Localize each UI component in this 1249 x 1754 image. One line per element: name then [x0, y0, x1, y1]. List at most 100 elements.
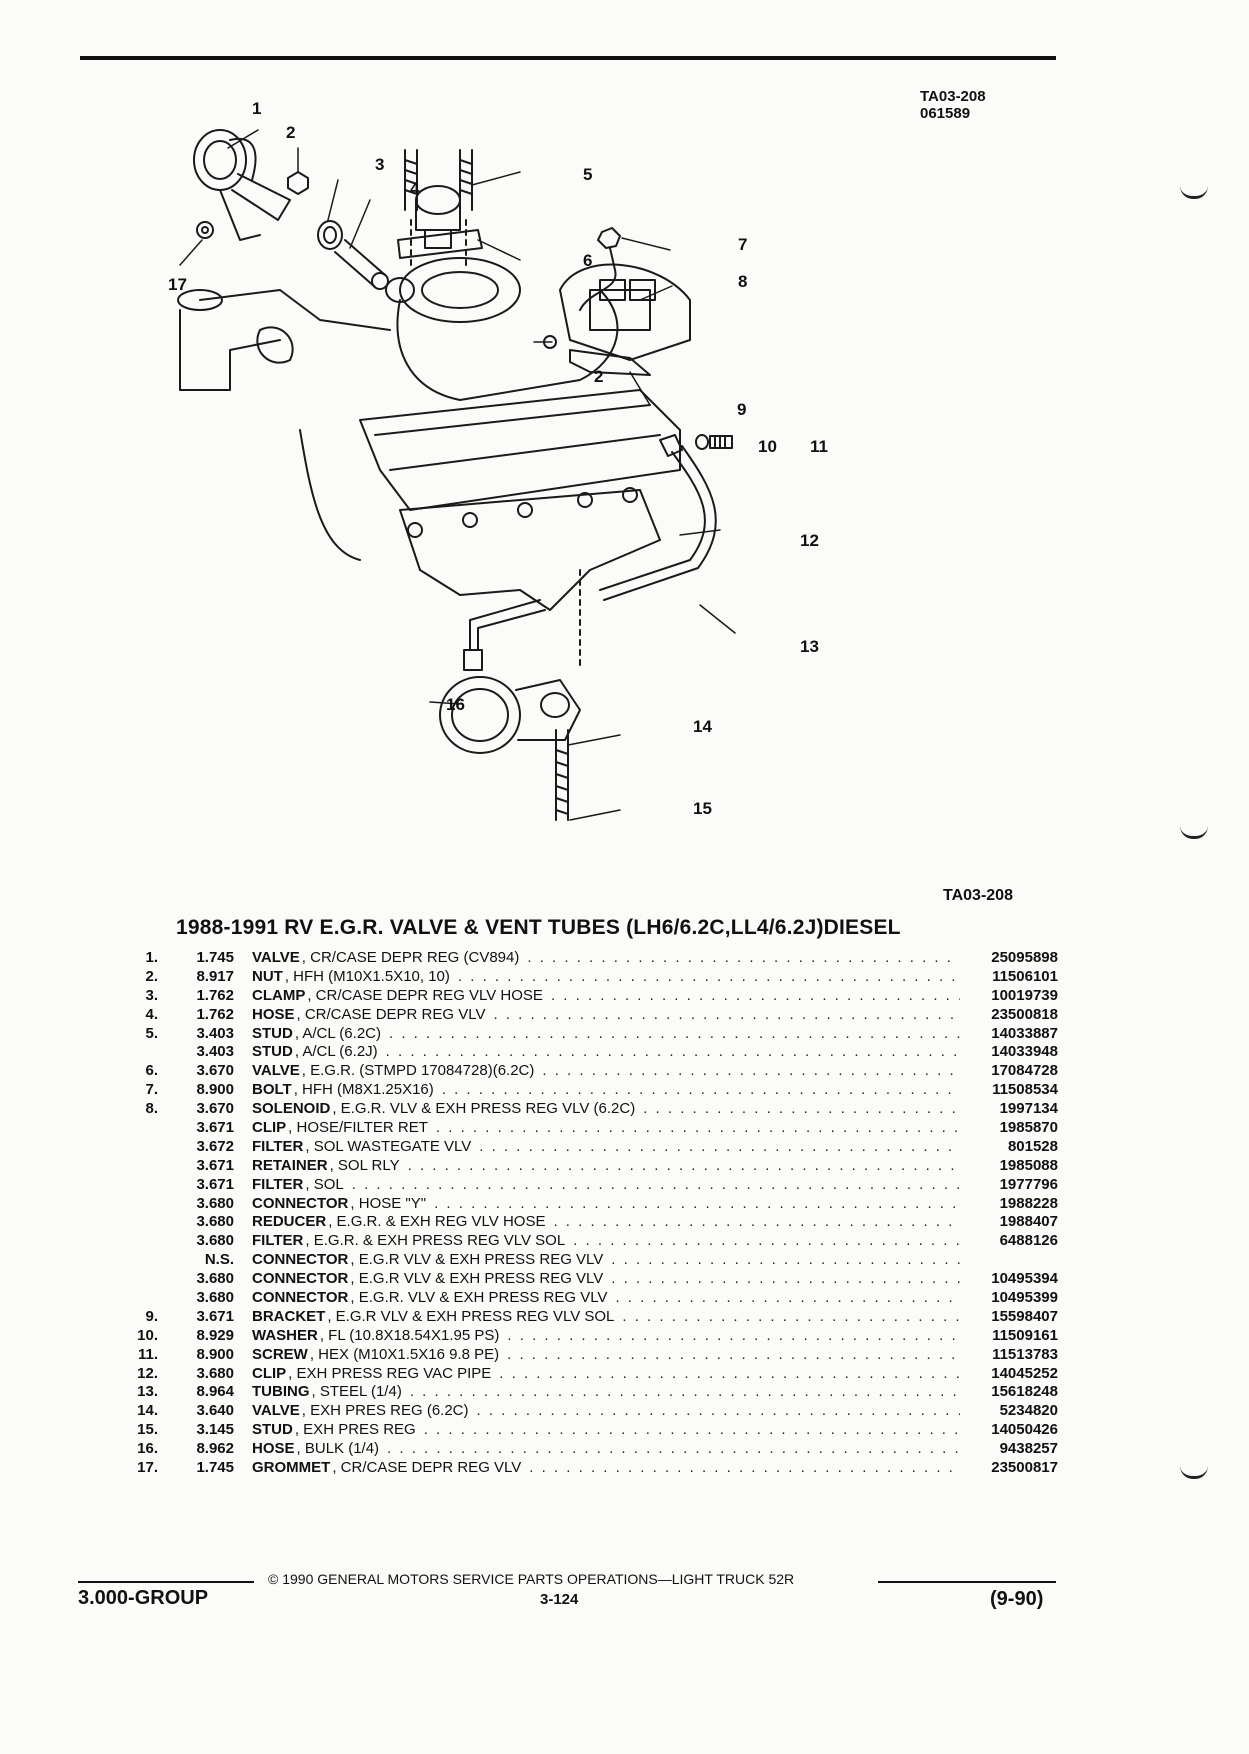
part-description: STUD, A/CL (6.2C)14033887 — [252, 1025, 1058, 1044]
figure-code-block: TA03-208 061589 — [920, 88, 986, 122]
parts-row: 15. 3.145 STUD, EXH PRES REG14050426 — [112, 1421, 1058, 1440]
part-detail: , E.G.R. VLV & EXH PRESS REG VLV — [350, 1289, 608, 1307]
callout-3: 3 — [375, 155, 384, 174]
leader-dots — [553, 1213, 960, 1232]
part-detail: , E.G.R. (STMPD 17084728)(6.2C) — [301, 1062, 535, 1080]
part-description: CLAMP, CR/CASE DEPR REG VLV HOSE10019739 — [252, 987, 1058, 1006]
part-detail: , HFH (M10X1.5X10, 10) — [284, 967, 450, 985]
parts-row: 3.671 CLIP, HOSE/FILTER RET1985870 — [112, 1119, 1058, 1138]
group-number: 3.680 — [196, 1213, 234, 1231]
part-name: CLIP — [252, 1119, 287, 1137]
leader-dots — [458, 968, 960, 987]
leader-dots — [408, 1157, 960, 1176]
part-name: SOLENOID — [252, 1100, 331, 1118]
part-name: STUD — [252, 1024, 293, 1042]
part-crankcase-valve — [193, 129, 291, 241]
item-index: 15. — [137, 1421, 158, 1439]
page-number: 3-124 — [540, 1591, 579, 1608]
group-number: 3.680 — [196, 1270, 234, 1288]
part-number: 25095898 — [991, 949, 1058, 966]
parts-row: N.S.CONNECTOR, E.G.R VLV & EXH PRESS REG… — [112, 1251, 1058, 1270]
top-rule — [80, 56, 1056, 60]
group-number: 3.403 — [196, 1024, 234, 1042]
parts-row: 3.680 CONNECTOR, E.G.R VLV & EXH PRESS RE… — [112, 1270, 1058, 1289]
part-description: CLIP, HOSE/FILTER RET1985870 — [252, 1119, 1058, 1138]
part-detail: , SOL WASTEGATE VLV — [305, 1137, 472, 1155]
part-description: CONNECTOR, HOSE "Y"1988228 — [252, 1195, 1058, 1214]
group-number: 3.680 — [196, 1232, 234, 1250]
leader-dots — [493, 1006, 960, 1025]
group-number: 1.762 — [196, 1005, 234, 1023]
part-detail: , HOSE "Y" — [350, 1194, 427, 1212]
part-exhaust-stud — [555, 569, 581, 821]
part-name: CLIP — [252, 1364, 287, 1382]
part-name: CLAMP — [252, 986, 306, 1004]
leader-dots — [477, 1402, 960, 1421]
part-detail: , SOL — [305, 1175, 344, 1193]
group-number: 3.671 — [196, 1119, 234, 1137]
figure-date-code: 061589 — [920, 105, 971, 122]
leader-dots — [387, 1440, 960, 1459]
part-name: FILTER — [252, 1232, 304, 1250]
callout-10: 10 — [758, 437, 777, 456]
item-index: 6. — [145, 1062, 158, 1080]
group-number: 3.680 — [196, 1194, 234, 1212]
part-number: 1985870 — [999, 1119, 1058, 1137]
part-detail: , E.G.R. VLV & EXH PRESS REG VLV (6.2C) — [332, 1100, 636, 1118]
part-number: 1997134 — [999, 1100, 1058, 1118]
part-name: BRACKET — [252, 1307, 326, 1325]
part-number: 11508534 — [992, 1081, 1058, 1099]
group-number: 3.670 — [196, 1100, 234, 1118]
part-name: CONNECTOR — [252, 1270, 349, 1288]
part-bulk-hose — [463, 599, 546, 671]
part-name: RETAINER — [252, 1156, 328, 1174]
item-index: 4. — [145, 1005, 158, 1023]
group-number: 1.745 — [196, 949, 234, 966]
leader-dots — [436, 1119, 960, 1138]
item-index: 14. — [137, 1402, 158, 1420]
leader-dots — [386, 1043, 960, 1062]
group-number: 3.145 — [196, 1421, 234, 1439]
part-description: STUD, EXH PRES REG14050426 — [252, 1421, 1058, 1440]
group-number: 8.962 — [196, 1440, 234, 1458]
part-name: SCREW — [252, 1345, 308, 1363]
leader-dots — [611, 1270, 960, 1289]
callout-16: 16 — [446, 695, 465, 714]
part-name: FILTER — [252, 1175, 304, 1193]
leader-dots — [389, 1025, 960, 1044]
part-detail: , E.G.R. & EXH PRESS REG VLV SOL — [305, 1232, 566, 1250]
item-index: 3. — [145, 986, 158, 1004]
part-description: REDUCER, E.G.R. & EXH REG VLV HOSE198840… — [252, 1213, 1058, 1232]
part-detail: , EXH PRES REG — [294, 1421, 416, 1439]
part-number — [968, 1251, 1058, 1270]
group-number: 8.929 — [196, 1326, 234, 1344]
part-detail: , E.G.R VLV & EXH PRESS REG VLV — [350, 1270, 604, 1288]
exploded-parts-diagram: 1 2 3 4 5 6 7 8 2 9 10 11 12 13 14 15 16… — [168, 99, 828, 821]
item-index: 5. — [145, 1024, 158, 1042]
part-description: BRACKET, E.G.R VLV & EXH PRESS REG VLV S… — [252, 1308, 1058, 1327]
callout-1: 1 — [252, 99, 261, 118]
part-name: VALVE — [252, 1402, 300, 1420]
part-name: CONNECTOR — [252, 1194, 349, 1212]
leader-dots — [479, 1138, 960, 1157]
part-description: NUT, HFH (M10X1.5X10, 10)11506101 — [252, 968, 1058, 987]
parts-row: 3.680 REDUCER, E.G.R. & EXH REG VLV HOSE1… — [112, 1213, 1058, 1232]
part-egr-valve — [397, 185, 483, 259]
part-number: 10019739 — [991, 986, 1058, 1004]
callout-14: 14 — [693, 717, 712, 736]
part-detail: , SOL RLY — [329, 1156, 400, 1174]
leader-dots — [529, 1459, 960, 1478]
figure-label: TA03-208 — [943, 887, 1013, 904]
part-number: 801528 — [1007, 1137, 1058, 1155]
item-index: 10. — [137, 1326, 158, 1344]
part-description: CONNECTOR, E.G.R. VLV & EXH PRESS REG VL… — [252, 1289, 1058, 1308]
item-index: 2. — [145, 967, 158, 985]
leader-dots — [611, 1251, 960, 1270]
part-hose — [334, 239, 415, 303]
part-name: VALVE — [252, 1062, 300, 1080]
